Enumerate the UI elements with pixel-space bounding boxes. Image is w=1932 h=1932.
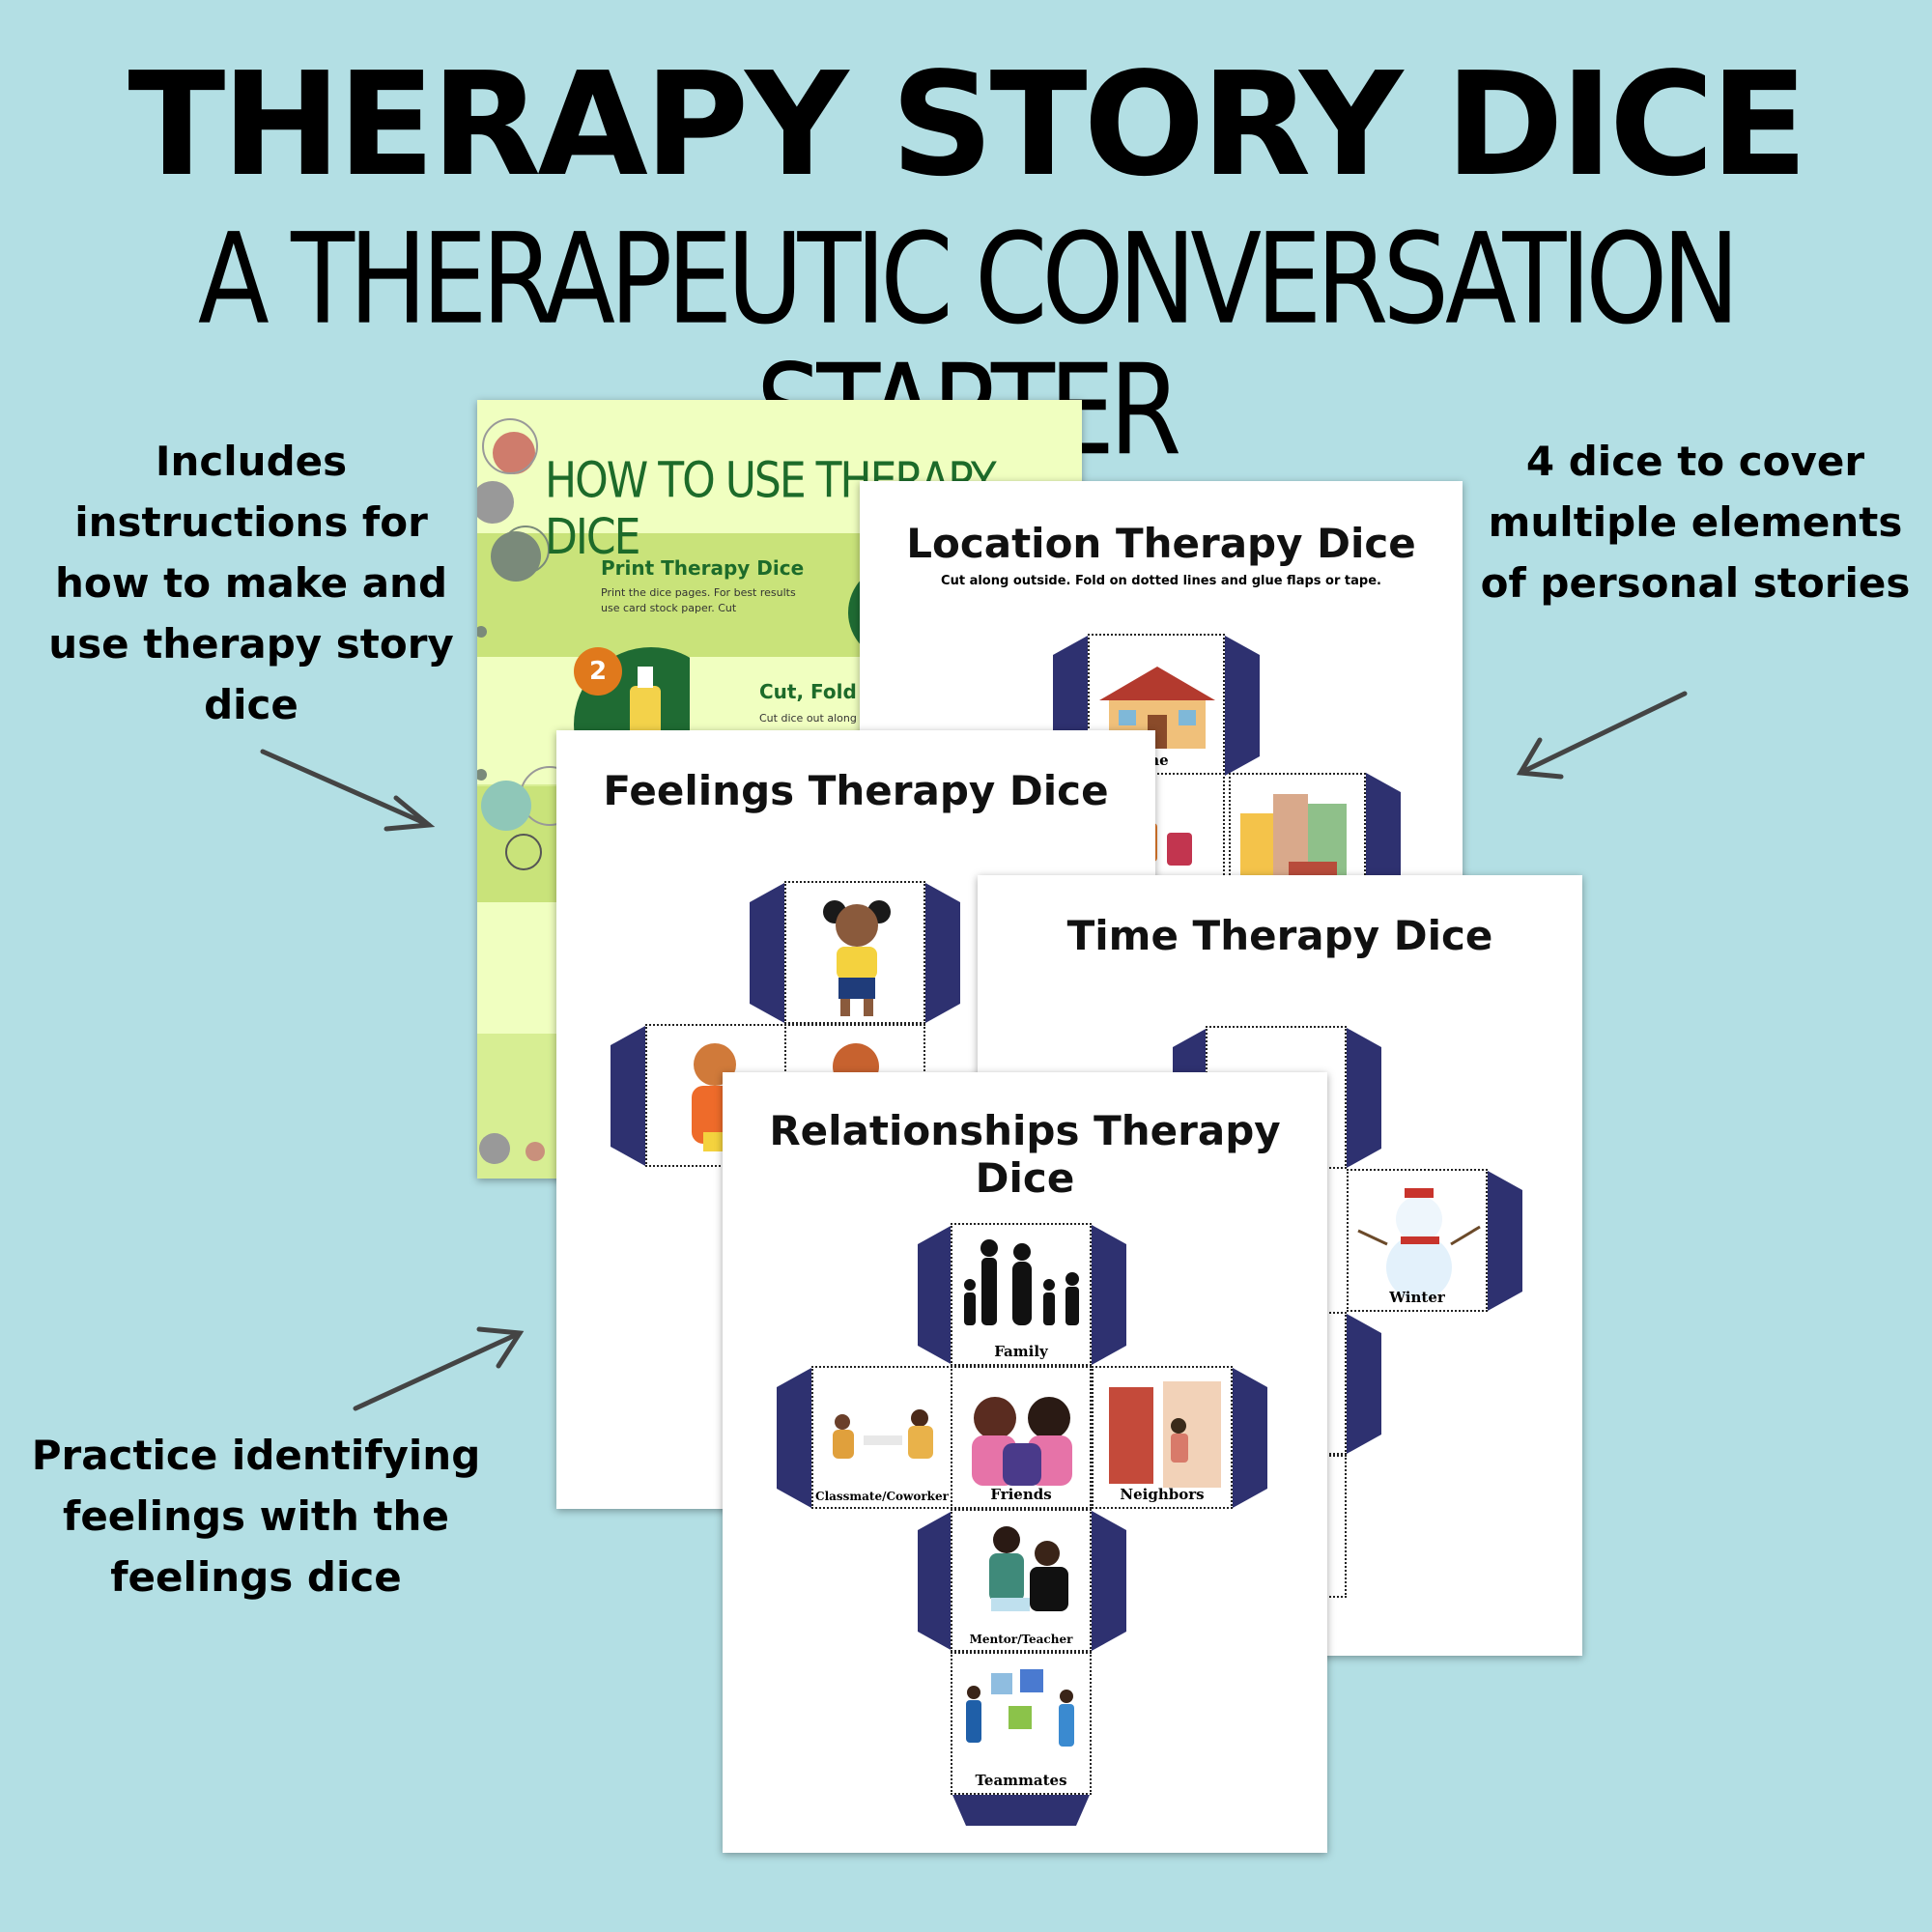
face-label: Friends bbox=[990, 1486, 1052, 1503]
flap bbox=[918, 1511, 952, 1651]
location-title: Location Therapy Dice bbox=[906, 520, 1416, 567]
family-icon bbox=[964, 1239, 1079, 1325]
flap bbox=[1092, 1511, 1126, 1651]
howto-heading: HOW TO USE THERAPY DICE bbox=[545, 452, 997, 566]
location-instructions: Cut along outside. Fold on dotted lines … bbox=[941, 574, 1381, 588]
face-label: Family bbox=[994, 1343, 1048, 1360]
friends-icon bbox=[972, 1397, 1072, 1486]
flap bbox=[1233, 1368, 1267, 1508]
house-icon bbox=[1099, 667, 1215, 749]
flap bbox=[918, 1225, 952, 1365]
dice-face-happy bbox=[784, 881, 925, 1024]
step2-title: Cut, Fold a bbox=[759, 680, 877, 703]
decorative-circles-icon bbox=[477, 418, 580, 1164]
dice-face-neighbors: Neighbors bbox=[1092, 1366, 1233, 1509]
dice-face-family: Family bbox=[951, 1223, 1092, 1366]
flap bbox=[777, 1368, 811, 1508]
step1-title: Print Therapy Dice bbox=[601, 556, 805, 580]
face-label: Neighbors bbox=[1120, 1486, 1205, 1503]
feelings-title: Feelings Therapy Dice bbox=[603, 767, 1109, 814]
flap bbox=[1225, 636, 1260, 776]
neighbors-icon bbox=[1109, 1381, 1221, 1488]
dice-face-mentor: Mentor/Teacher bbox=[951, 1509, 1092, 1652]
flap bbox=[952, 1795, 1090, 1826]
callout-dice-count: 4 dice to cover multiple elements of per… bbox=[1480, 438, 1911, 607]
flap bbox=[1347, 1314, 1381, 1454]
page-title: THERAPY STORY DICE bbox=[128, 42, 1807, 208]
step2-text: Cut dice out along bbox=[759, 712, 857, 724]
step1-text: Print the dice pages. For best results u… bbox=[601, 586, 796, 614]
snowman-icon bbox=[1357, 1188, 1481, 1300]
step2-number-badge: 2 bbox=[574, 647, 622, 696]
flap bbox=[1347, 1028, 1381, 1168]
teammates-icon bbox=[966, 1669, 1074, 1747]
dice-face-winter: Winter bbox=[1347, 1169, 1488, 1312]
relationships-dice-page: Relationships Therapy Dice Family Classm… bbox=[723, 1072, 1327, 1853]
flap bbox=[750, 883, 784, 1023]
flap bbox=[1366, 773, 1401, 906]
flap bbox=[611, 1026, 645, 1166]
callout-feelings: Practice identifying feelings with the f… bbox=[31, 1432, 481, 1601]
face-label: Mentor/Teacher bbox=[969, 1633, 1073, 1646]
dice-face-classmate: Classmate/Coworker bbox=[811, 1366, 952, 1509]
mentor-icon bbox=[989, 1526, 1068, 1611]
callout-instructions: Includes instructions for how to make an… bbox=[48, 438, 454, 728]
flap bbox=[925, 883, 960, 1023]
face-label: Winter bbox=[1389, 1289, 1445, 1306]
time-title: Time Therapy Dice bbox=[1066, 912, 1493, 959]
relationships-title: Relationships Therapy Dice bbox=[769, 1107, 1281, 1202]
dice-face-teammates: Teammates bbox=[951, 1652, 1092, 1795]
face-label: Classmate/Coworker bbox=[815, 1490, 949, 1503]
face-label: Teammates bbox=[975, 1772, 1067, 1789]
classmates-icon bbox=[833, 1409, 933, 1459]
dice-face-friends: Friends bbox=[951, 1366, 1092, 1509]
flap bbox=[1092, 1225, 1126, 1365]
happy-child-icon bbox=[823, 900, 891, 1016]
flap bbox=[1488, 1171, 1522, 1311]
